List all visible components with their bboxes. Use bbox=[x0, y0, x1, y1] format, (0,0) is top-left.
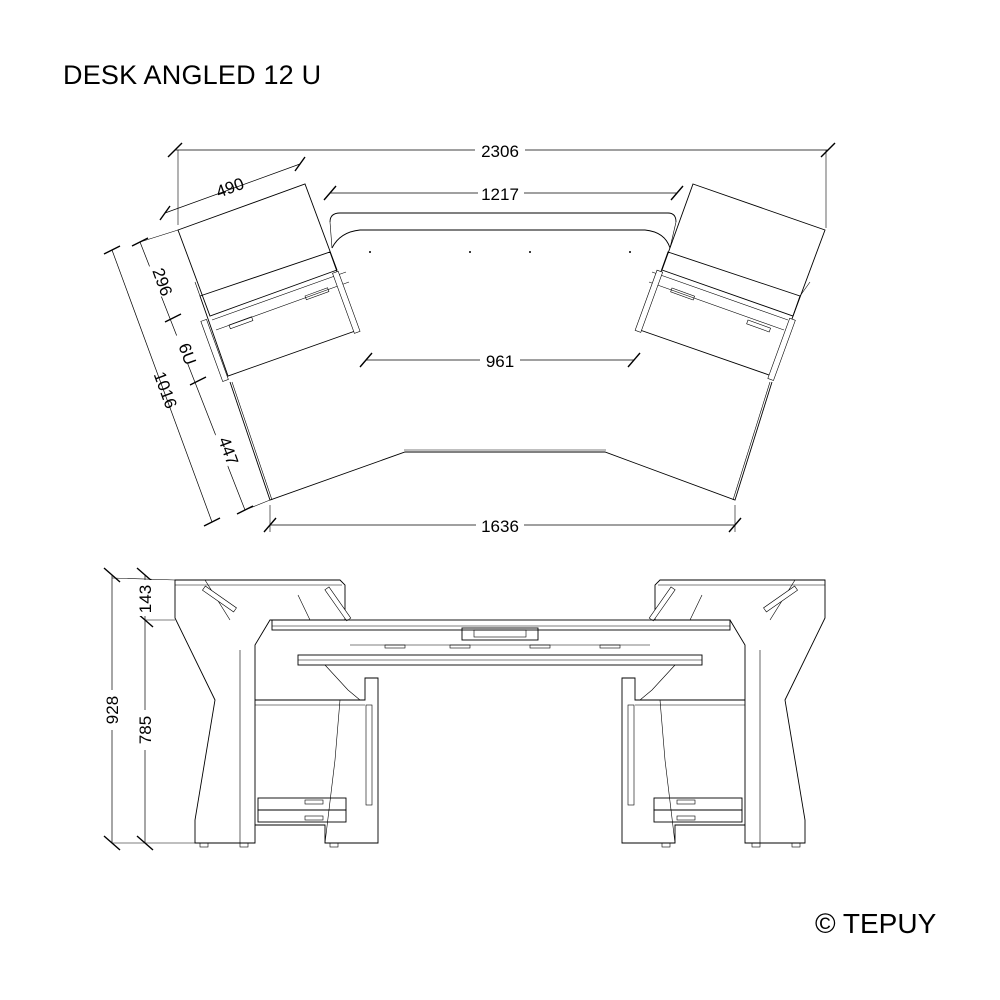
page-title: DESK ANGLED 12 U bbox=[63, 60, 322, 90]
dim-height-desk: 785 bbox=[136, 716, 155, 744]
plan-dimensions: 2306 490 1217 961 1636 1016 bbox=[103, 140, 836, 536]
right-side-panel bbox=[654, 579, 826, 844]
right-rack-cabinet bbox=[621, 677, 745, 844]
left-side-panel bbox=[174, 579, 346, 844]
dim-wing-depth: 296 bbox=[148, 266, 176, 299]
dim-height-upper: 143 bbox=[136, 585, 155, 613]
front-dimensions: 928 143 785 bbox=[102, 567, 195, 851]
right-rack-rail bbox=[627, 704, 635, 806]
dim-height-total: 928 bbox=[103, 696, 122, 724]
right-wing-top bbox=[661, 183, 826, 317]
dim-depth: 1016 bbox=[150, 369, 181, 411]
desk-top bbox=[271, 619, 731, 631]
center-drawer bbox=[461, 627, 539, 641]
left-wing-top bbox=[177, 183, 338, 317]
dim-top-shelf-width: 1217 bbox=[481, 185, 519, 204]
top-shelf bbox=[329, 212, 677, 223]
dim-inner-width: 961 bbox=[486, 352, 514, 371]
copyright-label: © TEPUY bbox=[815, 908, 937, 939]
front-view bbox=[174, 579, 826, 848]
left-rack-cabinet bbox=[255, 677, 379, 844]
plan-view bbox=[177, 183, 826, 501]
dim-wing-width: 490 bbox=[214, 174, 247, 202]
dim-front-width: 1636 bbox=[481, 517, 519, 536]
left-rack-rail bbox=[365, 704, 373, 806]
dim-overall-width: 2306 bbox=[481, 142, 519, 161]
desk-surface bbox=[229, 381, 773, 501]
